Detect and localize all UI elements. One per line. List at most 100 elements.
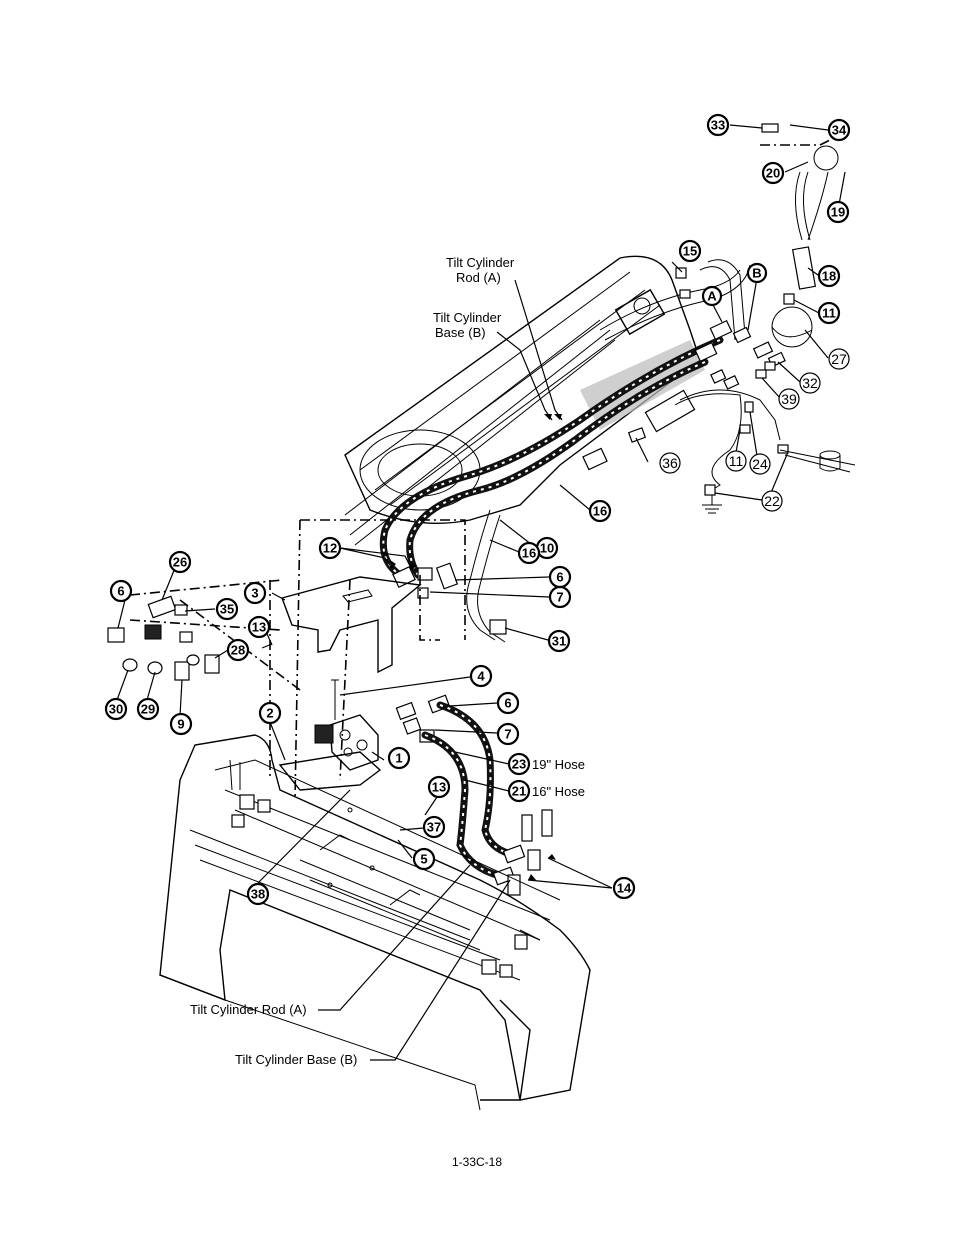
svg-text:14: 14 xyxy=(617,881,632,896)
tilt-base-top-line1: Tilt Cylinder xyxy=(433,310,502,325)
svg-text:39: 39 xyxy=(781,391,797,407)
svg-text:2: 2 xyxy=(266,706,273,721)
text-labels: Tilt Cylinder Rod (A) Tilt Cylinder Base… xyxy=(190,255,585,1067)
lower-hoses xyxy=(421,701,553,896)
callout-1: 1 xyxy=(387,746,411,770)
callout-20: 20 xyxy=(761,161,785,185)
left-fittings xyxy=(107,595,273,681)
svg-text:A: A xyxy=(707,289,717,304)
svg-text:6: 6 xyxy=(556,570,563,585)
callout-31: 31 xyxy=(547,629,571,653)
leader-lines xyxy=(116,124,846,1061)
callout-19: 19 xyxy=(826,200,850,224)
callout-B: B xyxy=(746,262,768,284)
callout-29: 29 xyxy=(136,697,160,721)
svg-text:27: 27 xyxy=(831,351,847,367)
svg-text:18: 18 xyxy=(822,269,836,284)
callout-24: 24 xyxy=(749,453,771,475)
callout-18: 18 xyxy=(817,264,841,288)
svg-text:23: 23 xyxy=(512,757,526,772)
tilt-rod-bottom-label: Tilt Cylinder Rod (A) xyxy=(190,1002,307,1017)
callout-23: 23 xyxy=(507,752,531,776)
svg-text:19: 19 xyxy=(831,205,845,220)
callout-11b: 11 xyxy=(725,450,747,472)
hose-16-label: 16" Hose xyxy=(532,784,585,799)
electrical-assembly xyxy=(627,123,856,514)
svg-text:16: 16 xyxy=(522,546,536,561)
upper-fittings xyxy=(392,267,786,599)
callout-6a: 6 xyxy=(548,565,572,589)
callout-4: 4 xyxy=(469,664,493,688)
svg-text:12: 12 xyxy=(323,541,337,556)
page-number: 1-33C-18 xyxy=(451,1155,503,1169)
svg-text:6: 6 xyxy=(504,696,511,711)
svg-text:21: 21 xyxy=(512,784,526,799)
svg-text:26: 26 xyxy=(173,555,187,570)
svg-text:32: 32 xyxy=(802,375,818,391)
svg-text:5: 5 xyxy=(420,852,427,867)
svg-text:9: 9 xyxy=(177,717,184,732)
svg-text:30: 30 xyxy=(109,702,123,717)
callout-32: 32 xyxy=(799,372,821,394)
callout-15: 15 xyxy=(678,239,702,263)
tilt-base-top-line2: Base (B) xyxy=(435,325,486,340)
callout-37: 37 xyxy=(422,815,446,839)
callout-35: 35 xyxy=(215,597,239,621)
svg-text:13: 13 xyxy=(252,620,266,635)
svg-text:1: 1 xyxy=(395,751,402,766)
tilt-rod-top-line1: Tilt Cylinder xyxy=(446,255,515,270)
svg-text:24: 24 xyxy=(752,456,768,472)
callout-9: 9 xyxy=(169,712,193,736)
callout-11a: 11 xyxy=(817,301,841,325)
callout-34: 34 xyxy=(827,118,851,142)
svg-text:7: 7 xyxy=(556,590,563,605)
svg-text:6: 6 xyxy=(117,584,124,599)
callout-16a: 16 xyxy=(588,499,612,523)
svg-text:3: 3 xyxy=(251,586,258,601)
svg-text:38: 38 xyxy=(251,887,265,902)
svg-text:36: 36 xyxy=(662,455,678,471)
callout-6c: 6 xyxy=(496,691,520,715)
svg-text:11: 11 xyxy=(729,453,744,469)
svg-text:28: 28 xyxy=(231,643,245,658)
callout-38: 38 xyxy=(246,882,270,906)
frame-assembly xyxy=(159,734,591,1111)
callout-7b: 7 xyxy=(496,722,520,746)
tilt-base-bottom-label: Tilt Cylinder Base (B) xyxy=(235,1052,357,1067)
callout-A: A xyxy=(701,285,723,307)
callout-3: 3 xyxy=(243,581,267,605)
svg-text:4: 4 xyxy=(477,669,485,684)
callout-27: 27 xyxy=(828,348,850,370)
callout-33: 33 xyxy=(706,113,730,137)
svg-text:16: 16 xyxy=(593,504,607,519)
callout-36: 36 xyxy=(659,452,681,474)
svg-text:B: B xyxy=(752,266,761,281)
callout-30: 30 xyxy=(104,697,128,721)
svg-text:11: 11 xyxy=(822,306,836,321)
callout-10: 10 xyxy=(535,536,559,560)
callouts: 33 34 20 19 15 B 18 A 11 27 32 39 36 11 … xyxy=(104,113,851,906)
callout-13a: 13 xyxy=(247,615,271,639)
callout-5: 5 xyxy=(412,847,436,871)
svg-text:7: 7 xyxy=(504,727,511,742)
callout-26: 26 xyxy=(168,550,192,574)
callout-12: 12 xyxy=(318,536,342,560)
callout-7a: 7 xyxy=(548,585,572,609)
callout-22: 22 xyxy=(761,490,783,512)
arrowheads xyxy=(390,414,562,880)
svg-text:33: 33 xyxy=(711,118,725,133)
svg-text:13: 13 xyxy=(432,780,446,795)
callout-16b: 16 xyxy=(517,541,541,565)
svg-text:15: 15 xyxy=(683,244,697,259)
callout-21: 21 xyxy=(507,779,531,803)
callout-2: 2 xyxy=(258,701,282,725)
tilt-rod-top-line2: Rod (A) xyxy=(456,270,501,285)
callout-6b: 6 xyxy=(109,579,133,603)
svg-text:29: 29 xyxy=(141,702,155,717)
callout-28: 28 xyxy=(226,638,250,662)
callout-13b: 13 xyxy=(427,775,451,799)
svg-text:22: 22 xyxy=(764,493,780,509)
callout-39: 39 xyxy=(778,388,800,410)
svg-text:34: 34 xyxy=(832,123,847,138)
